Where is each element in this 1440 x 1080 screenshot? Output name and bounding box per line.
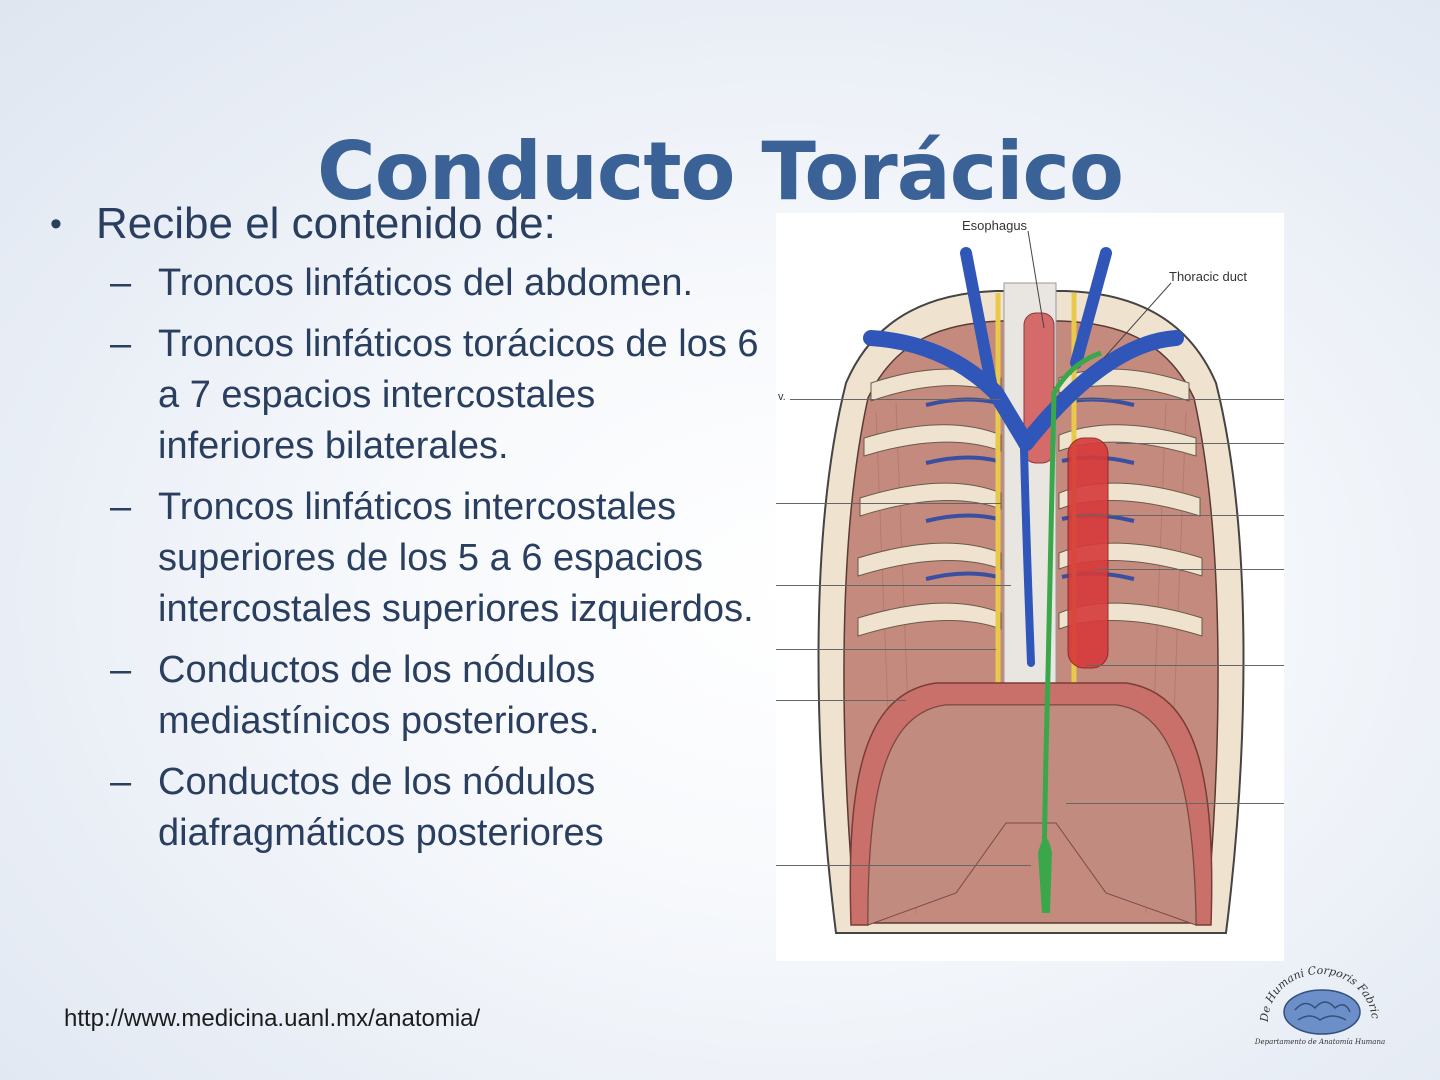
dash-icon: – bbox=[110, 486, 132, 528]
dash-icon: – bbox=[110, 761, 132, 803]
leader-line bbox=[1116, 443, 1284, 444]
label-fragment-v: v. bbox=[778, 391, 786, 403]
sub-bullet-item: – Troncos linfáticos intercostales super… bbox=[110, 482, 760, 635]
sub-bullet-list: – Troncos linfáticos del abdomen. – Tron… bbox=[50, 258, 760, 859]
leader-line bbox=[1096, 569, 1284, 570]
label-thoracic-duct: Thoracic duct bbox=[1169, 269, 1248, 284]
leader-line bbox=[1086, 665, 1284, 666]
thoracic-anatomy-figure: Esophagus Thoracic duct v. bbox=[776, 213, 1284, 961]
leader-line bbox=[776, 700, 906, 701]
leader-line bbox=[1066, 803, 1284, 804]
leader-line bbox=[1076, 515, 1284, 516]
dash-icon: – bbox=[110, 649, 132, 691]
leader-line bbox=[790, 399, 1000, 400]
label-esophagus: Esophagus bbox=[962, 218, 1028, 233]
sub-bullet-item: – Conductos de los nódulos diafragmático… bbox=[110, 757, 760, 859]
bullet-text: Recibe el contenido de: bbox=[96, 199, 556, 248]
sub-bullet-text: Conductos de los nódulos mediastínicos p… bbox=[158, 649, 600, 742]
brain-icon: De Humani Corporis Fabrica bbox=[1247, 950, 1382, 1035]
thorax-illustration bbox=[817, 230, 1245, 934]
bullet-list: • Recibe el contenido de: – Troncos linf… bbox=[50, 196, 760, 869]
dash-icon: – bbox=[110, 262, 132, 304]
dash-icon: – bbox=[110, 323, 132, 365]
sub-bullet-text: Troncos linfáticos torácicos de los 6 a … bbox=[158, 323, 759, 467]
bullet-icon: • bbox=[50, 205, 62, 243]
sub-bullet-text: Troncos linfáticos intercostales superio… bbox=[158, 486, 754, 630]
slide-title: Conducto Torácico bbox=[317, 124, 1124, 218]
sub-bullet-text: Troncos linfáticos del abdomen. bbox=[158, 262, 694, 304]
leader-line bbox=[776, 503, 1001, 504]
leader-line bbox=[776, 585, 1011, 586]
sub-bullet-item: – Troncos linfáticos del abdomen. bbox=[110, 258, 760, 309]
leader-line bbox=[1076, 399, 1284, 400]
logo-caption: Departamento de Anatomía Humana bbox=[1254, 1038, 1386, 1046]
bullet-item: • Recibe el contenido de: bbox=[50, 196, 760, 252]
leader-line bbox=[776, 865, 1031, 866]
leader-line bbox=[776, 649, 996, 650]
source-url: http://www.medicina.uanl.mx/anatomia/ bbox=[64, 1005, 481, 1032]
sub-bullet-item: – Conductos de los nódulos mediastínicos… bbox=[110, 645, 760, 747]
sub-bullet-item: – Troncos linfáticos torácicos de los 6 … bbox=[110, 319, 760, 472]
sub-bullet-text: Conductos de los nódulos diafragmáticos … bbox=[158, 761, 604, 854]
department-logo: De Humani Corporis Fabrica Departamento … bbox=[1247, 950, 1390, 1050]
